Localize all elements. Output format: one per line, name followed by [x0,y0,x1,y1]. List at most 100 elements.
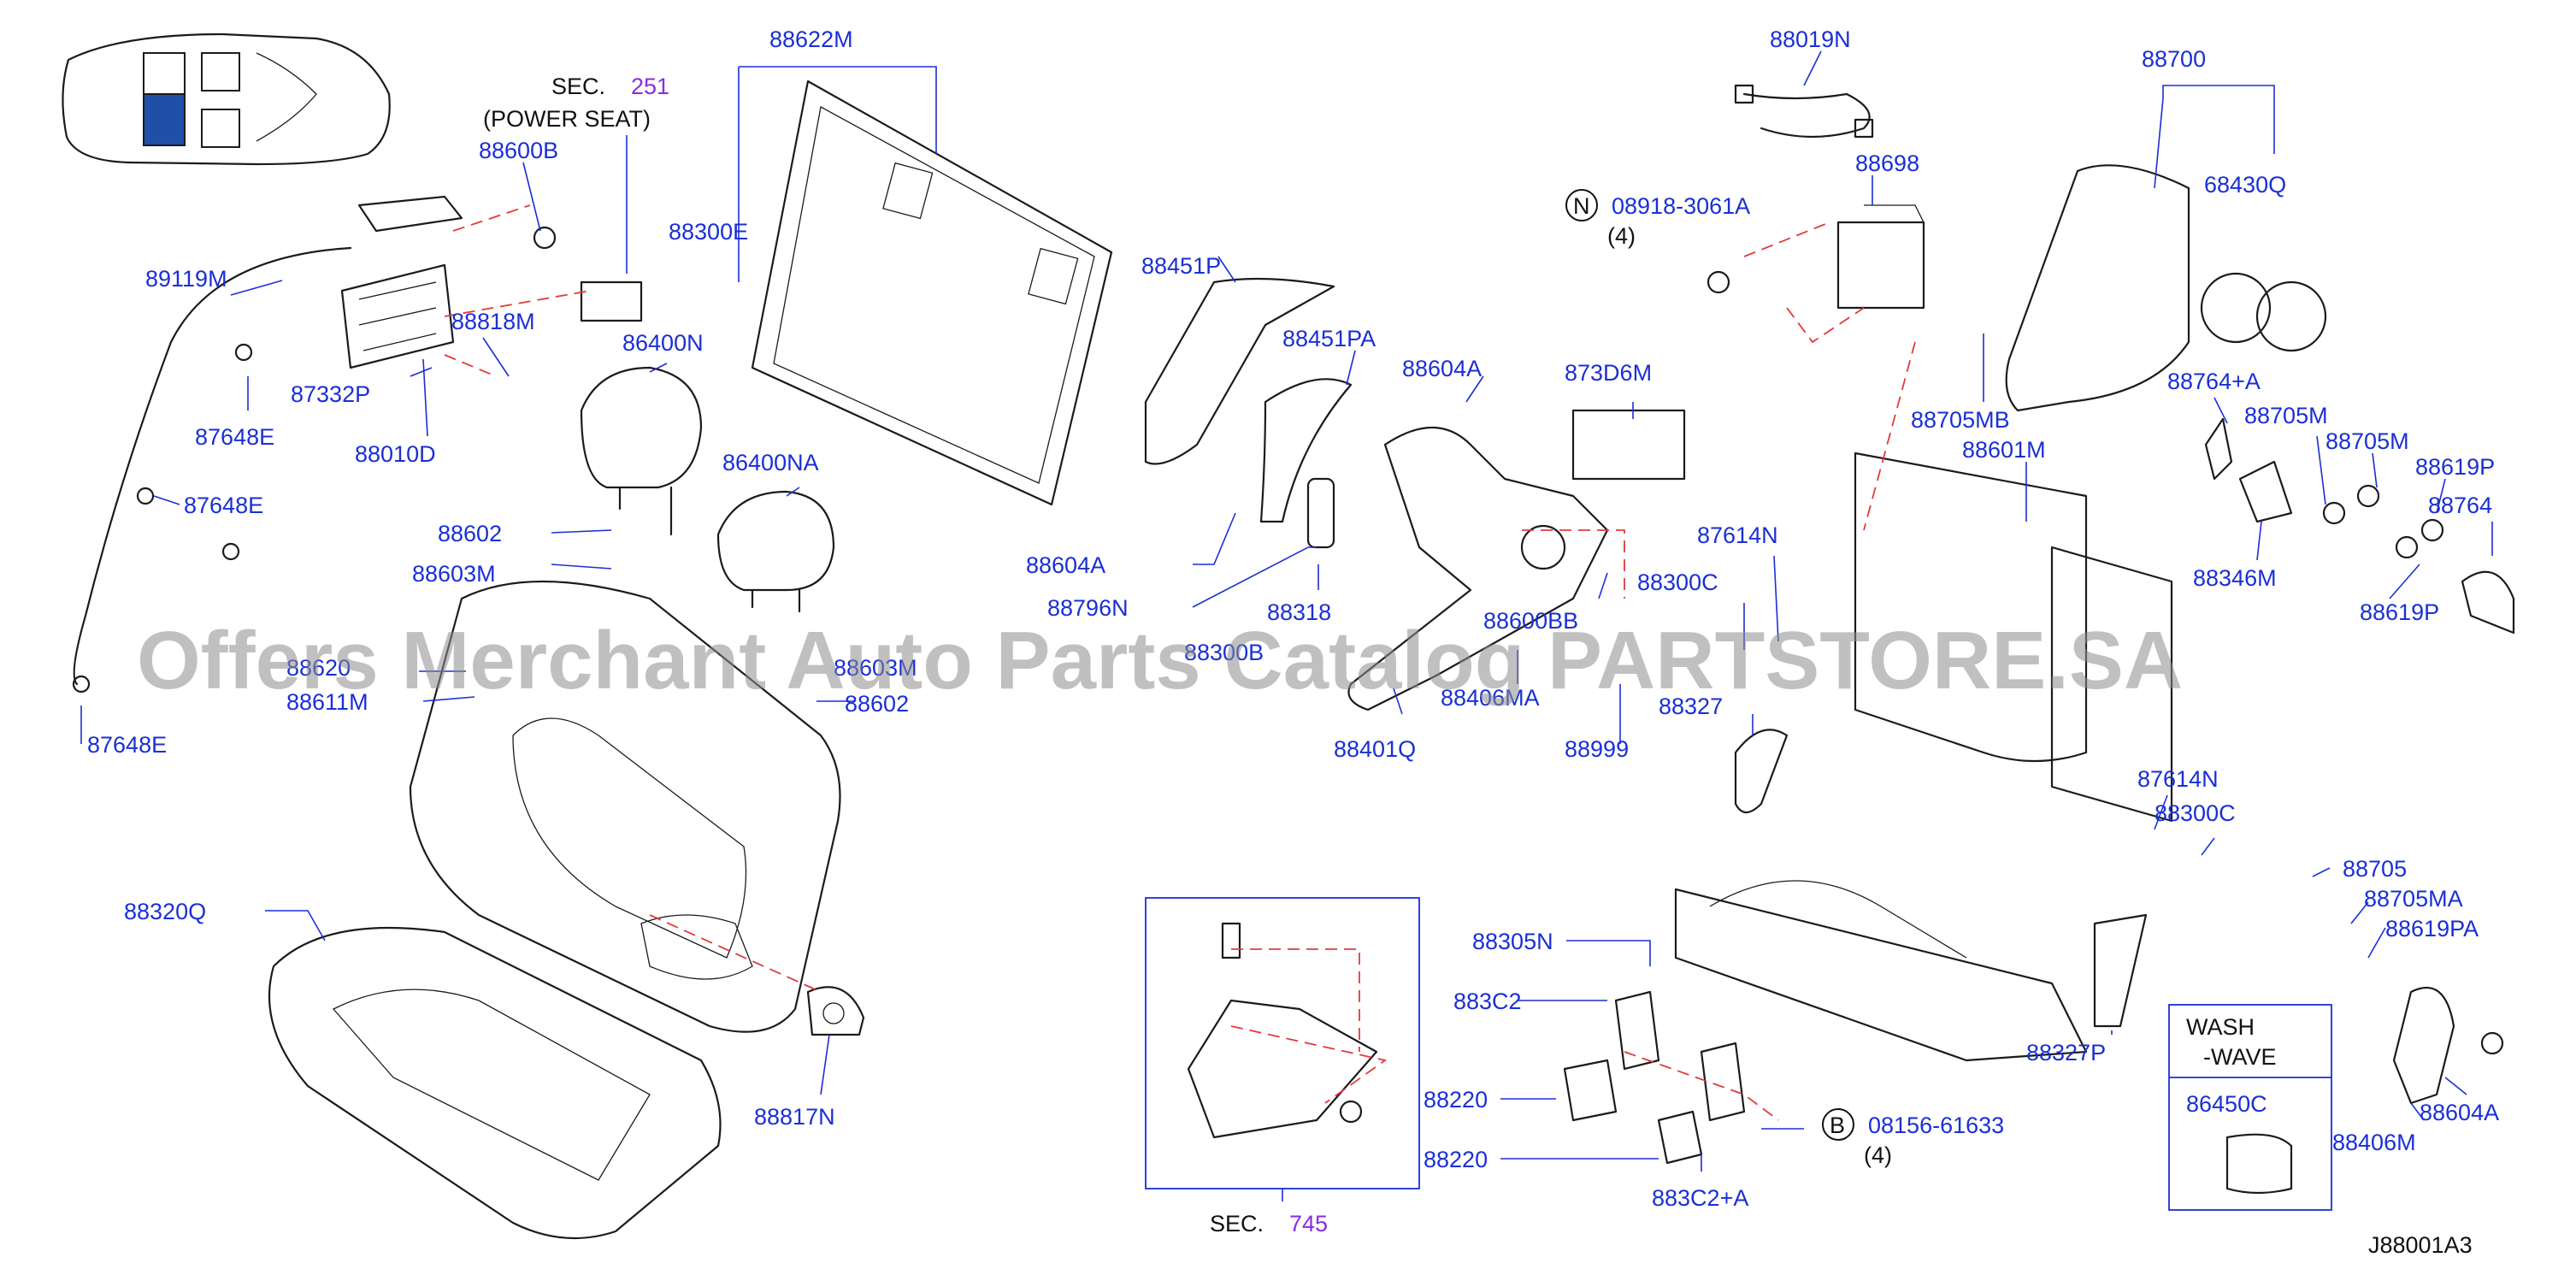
seat-back-88700 [2005,164,2327,412]
fastener-qty-b: (4) [1864,1142,1892,1168]
part-label: 68430Q [2204,172,2286,198]
fastener-qty-n: (4) [1607,223,1636,249]
part-label: 88818M [451,309,535,334]
part-label: 88604A [1402,356,1482,381]
part-labels: 88622M 88600B 89119M 88818M 87332P 88010… [87,27,2499,1211]
part-label: 88620 [286,655,351,681]
fastener-symbol-n: N [1573,193,1590,219]
hinge-88406m [2392,987,2504,1105]
part-label: 88300C [2155,800,2236,826]
small-parts-right [2204,417,2515,634]
headrest-left [580,366,703,536]
part-label: 88705M [2244,403,2328,428]
part-label: 87332P [291,381,370,407]
part-label: 88401Q [1334,736,1416,762]
part-label: 883C2+A [1652,1185,1748,1211]
part-label: 88220 [1424,1147,1488,1172]
part-label: 88600BB [1483,608,1578,634]
part-label: 88698 [1855,151,1919,176]
part-label: 87648E [184,493,263,518]
part-label: 88318 [1267,599,1331,625]
part-label: 88300B [1184,640,1264,665]
section-ref-power-seat: SEC. 251 (POWER SEAT) [483,74,669,274]
part-label: 88451PA [1282,326,1376,351]
part-label: 87648E [195,424,274,450]
fastener-symbol-b: B [1830,1113,1845,1138]
part-label: 86400NA [722,450,819,475]
part-label: 88611M [286,689,368,715]
part-label: 88602 [438,521,502,546]
module-88698 [1707,204,1925,310]
part-label: 88619P [2360,599,2439,625]
seat-slide-mechanism [73,195,643,686]
part-label: 88602 [845,691,909,717]
part-label: 87614N [2137,766,2219,792]
part-label: 873D6M [1565,360,1652,386]
part-label: 88406M [2332,1130,2416,1155]
fastener-n-callout: N 08918-3061A (4) [1565,189,1750,249]
wash-wave-part: 86450C [2186,1091,2267,1117]
wash-wave-title-1: WASH [2186,1014,2255,1040]
part-label: 88601M [1962,437,2046,463]
part-label: 88451P [1141,253,1221,279]
bracket-88817n [806,986,865,1036]
part-label: 88300E [669,219,748,245]
part-label: 88603M [834,655,917,681]
seat-back-cushion [409,580,841,1033]
part-label: 883C2 [1453,989,1522,1014]
part-label: 88999 [1565,736,1629,762]
part-label: 88406MA [1441,685,1540,711]
part-label: 88796N [1047,595,1129,621]
part-label: 88019N [1770,27,1851,52]
fastener-b-callout: B 08156-61633 (4) [1822,1108,2004,1168]
part-label: 88603M [412,561,496,587]
part-label: 88600B [479,138,558,163]
seat-back-panel [751,80,1113,506]
part-label: 88619P [2415,454,2495,480]
watermark: Offers Merchant Auto Parts Catalog PARTS… [137,615,2183,706]
part-label: 88705M [2325,428,2409,454]
part-label: 88220 [1424,1087,1488,1113]
leader-lines [80,50,2493,1172]
part-label: 88305N [1472,929,1553,954]
part-label: 88327P [2026,1040,2106,1065]
part-label: 88817N [754,1104,835,1130]
section-prefix: SEC. [551,74,605,99]
harness-88019n [1734,84,1874,139]
part-label: 88764+A [2167,369,2261,394]
part-label: 88010D [355,441,436,467]
part-label: 88604A [1026,552,1105,578]
section-745-number: 745 [1289,1211,1328,1237]
part-label: 89119M [145,266,227,292]
section-745-prefix: SEC. [1210,1211,1264,1237]
fastener-part-n: 08918-3061A [1612,193,1750,219]
section-note: (POWER SEAT) [483,106,651,132]
part-label: 87614N [1697,522,1778,548]
section-745-inset: SEC. 745 [1145,897,1420,1237]
part-label: 88320Q [124,899,206,924]
side-panel-88327 [1734,729,2148,1028]
part-label: 88327 [1659,694,1723,719]
part-label: 88604A [2420,1100,2499,1125]
brackets-883c2 [1563,990,1746,1165]
part-label: 88705 [2343,856,2407,882]
part-label: 88346M [2193,565,2277,591]
vehicle-locator-icon [62,32,391,166]
seat-frame-88601m [1674,452,2173,1062]
part-label: 88700 [2142,46,2206,72]
headrest-center [716,490,835,613]
side-trim-88451 [1144,277,1353,523]
part-label: 86400N [622,330,704,356]
drawing-code: J88001A3 [2368,1232,2473,1258]
part-label: 88300C [1637,570,1718,595]
harness-89119m [72,343,253,694]
wash-wave-title-2: -WAVE [2203,1044,2277,1070]
wash-wave-box: WASH -WAVE 86450C [2168,1004,2332,1211]
section-number: 251 [631,74,669,99]
part-label: 88619PA [2385,916,2479,941]
fastener-part-b: 08156-61633 [1868,1113,2004,1138]
part-label: 88622M [769,27,853,52]
part-label: 88764 [2428,493,2492,518]
part-label: 87648E [87,732,167,758]
